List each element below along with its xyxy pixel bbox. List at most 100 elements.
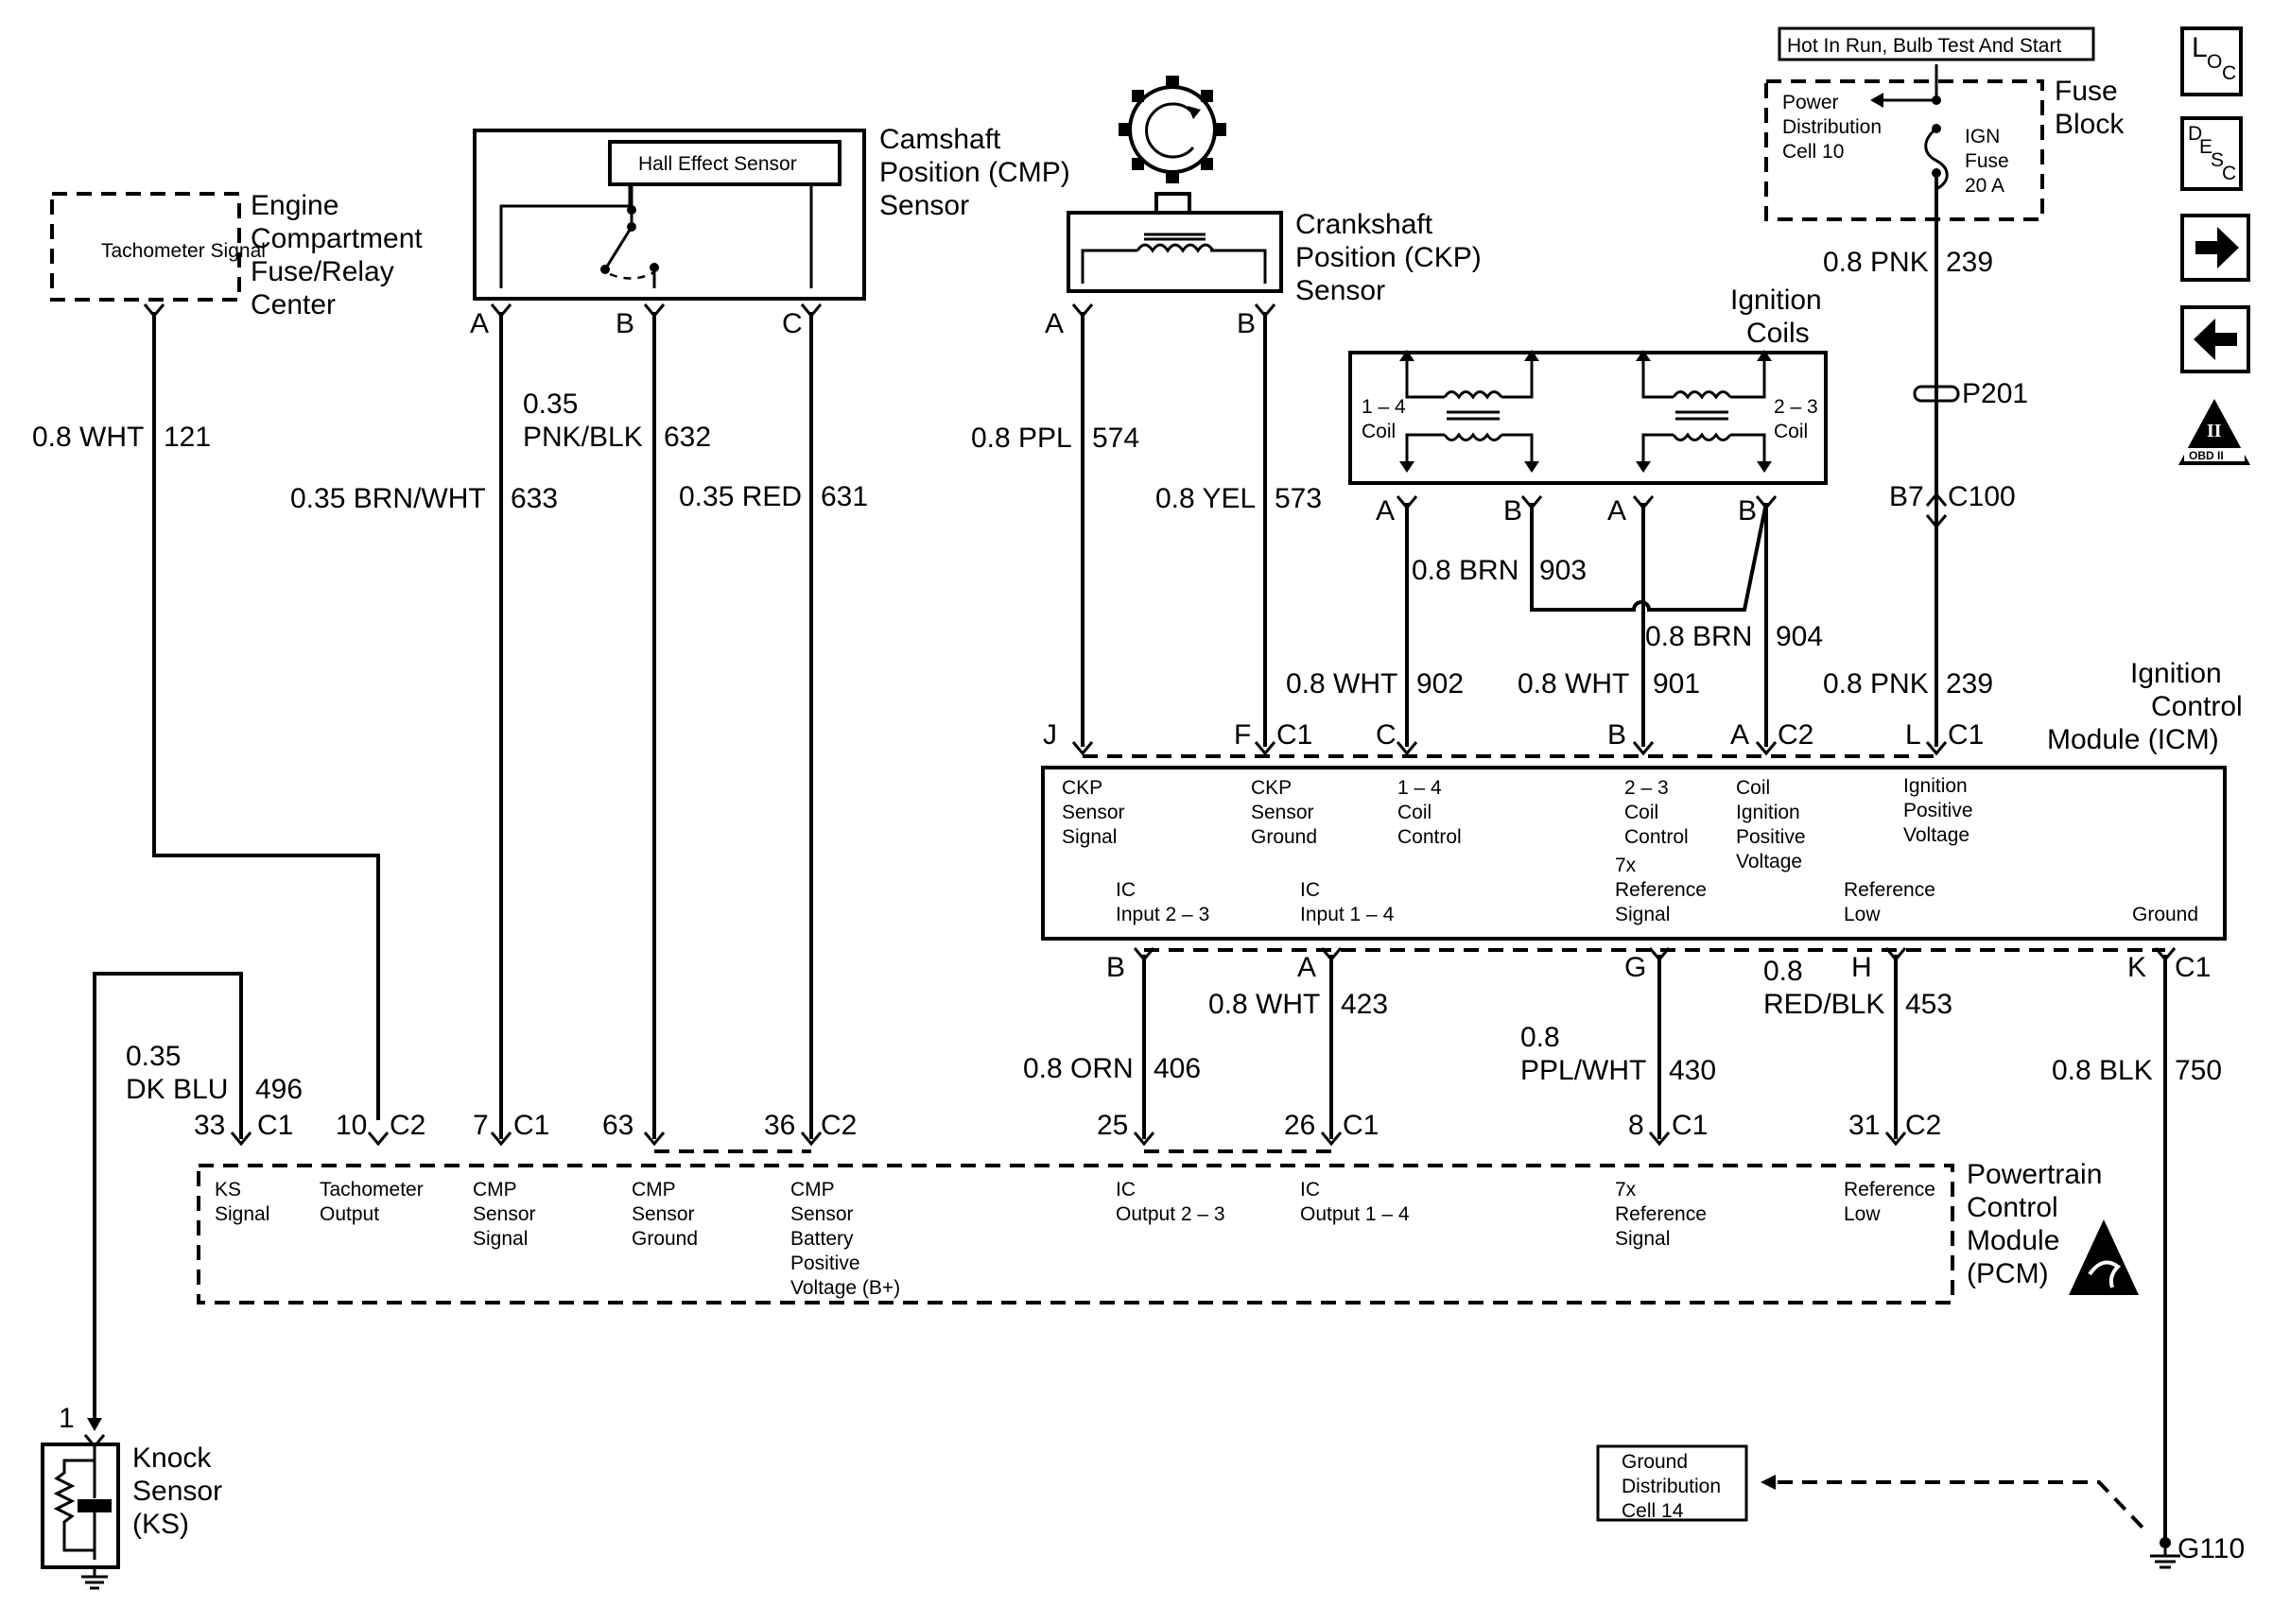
- ign-fuse-label-1: IGN: [1965, 126, 2000, 147]
- knock-sensor: 1 Knock Sensor (KS): [41, 1403, 222, 1590]
- icm-ckp-sig-3: Signal: [1062, 826, 1117, 848]
- arrow-left-icon: [2194, 319, 2237, 360]
- wire-901-label: 0.8 WHT: [1518, 668, 1629, 700]
- wire-750-label: 0.8 BLK: [2052, 1055, 2153, 1086]
- pcm-label-1: Powertrain: [1967, 1159, 2102, 1190]
- wire-121-circuit: 121: [164, 422, 211, 453]
- wire-430-label-2: PPL/WHT: [1520, 1055, 1646, 1086]
- pin-icm-bottom-b: B: [1106, 952, 1125, 983]
- icm-label-1: Ignition: [2130, 658, 2222, 689]
- ckp-label-3: Sensor: [1295, 275, 1385, 306]
- desc-button[interactable]: D E S C: [2180, 116, 2243, 191]
- connector-icm-c1b: C1: [1948, 719, 1984, 751]
- svg-text:S: S: [2211, 149, 2224, 171]
- pin-pcm-7: 7: [473, 1110, 489, 1141]
- pcm-cmpsig-1: CMP: [473, 1179, 517, 1201]
- connector-icm-c1: C1: [1276, 719, 1312, 751]
- pcm-refsig-1: 7x: [1615, 1179, 1637, 1201]
- pcm-icout14-2: Output 1 – 4: [1300, 1203, 1410, 1225]
- connector-pcm-c2c: C2: [1905, 1110, 1941, 1141]
- pcm-icout23-2: Output 2 – 3: [1116, 1203, 1225, 1225]
- previous-page-button[interactable]: [2180, 305, 2250, 373]
- pin-coil-a2: A: [1607, 495, 1626, 527]
- wire-239-circuit-lower: 239: [1946, 668, 1993, 700]
- icm-label-2: Control: [2151, 691, 2243, 722]
- obd-ii-label: OBD II: [2189, 449, 2224, 462]
- pcm-cmpbat-3: Battery: [790, 1228, 854, 1250]
- wire-633-label: 0.35 BRN/WHT: [290, 483, 486, 514]
- loc-button[interactable]: L O C: [2180, 26, 2243, 96]
- pin-ks-1: 1: [59, 1403, 75, 1434]
- hot-in-run-label: Hot In Run, Bulb Test And Start: [1787, 35, 2061, 57]
- pcm-ks-2: Signal: [215, 1203, 269, 1225]
- icm-coilign-4: Voltage: [1736, 851, 1802, 872]
- wire-750-circuit: 750: [2175, 1055, 2222, 1086]
- wire-121-label: 0.8 WHT: [32, 422, 144, 453]
- wire-423-circuit: 423: [1341, 989, 1388, 1020]
- wire-453-label-1: 0.8: [1763, 956, 1803, 987]
- pin-icm-b: B: [1607, 719, 1626, 751]
- powertrain-control-module: Powertrain Control Module (PCM): [197, 1149, 2139, 1304]
- coil-23-label-2: Coil: [1774, 421, 1808, 442]
- wire-496-label-2: DK BLU: [126, 1074, 228, 1105]
- wire-573-circuit: 573: [1275, 483, 1322, 514]
- wire-903-label: 0.8 BRN: [1412, 555, 1518, 586]
- wire-633-circuit: 633: [511, 483, 558, 514]
- wire-239-label-lower: 0.8 PNK: [1823, 668, 1929, 700]
- connector-pcm-c2a: C2: [390, 1110, 425, 1141]
- icm-ckp-sig-1: CKP: [1062, 777, 1102, 799]
- icm-refsig-3: Signal: [1615, 904, 1670, 925]
- icm-coilign-3: Positive: [1736, 826, 1806, 848]
- pin-coil-b1: B: [1503, 495, 1522, 527]
- pcm-cmpbat-5: Voltage (B+): [790, 1277, 900, 1299]
- pin-icm-bottom-g: G: [1624, 952, 1646, 983]
- fuse-center-label-2: Compartment: [251, 223, 423, 254]
- wire-574-label: 0.8 PPL: [971, 423, 1072, 454]
- icm-ic23-1: IC: [1116, 879, 1136, 901]
- power-dist-label-2: Distribution: [1782, 116, 1882, 138]
- g110-label: G110: [2178, 1533, 2245, 1564]
- svg-text:E: E: [2199, 136, 2212, 158]
- pcm-pin-labels: KS Signal Tachometer Output CMP Sensor S…: [215, 1179, 1935, 1299]
- pin-icm-l: L: [1905, 719, 1921, 751]
- icm-ckp-gnd-3: Ground: [1251, 826, 1317, 848]
- wire-632-label-2: PNK/BLK: [523, 422, 643, 453]
- wire-631-label: 0.35 RED: [679, 481, 802, 512]
- pin-icm-f: F: [1234, 719, 1251, 751]
- wire-496: [93, 972, 243, 1427]
- wire-430-label-1: 0.8: [1520, 1022, 1560, 1053]
- pin-pcm-31: 31: [1848, 1110, 1880, 1141]
- pin-coil-a1: A: [1376, 495, 1395, 527]
- cmp-label-3: Sensor: [879, 190, 969, 221]
- pcm-cmpsig-3: Signal: [473, 1228, 528, 1250]
- pin-icm-bottom-a: A: [1297, 952, 1316, 983]
- pin-cmp-c: C: [782, 308, 803, 339]
- wire-239-circuit-upper: 239: [1946, 247, 1993, 278]
- ckp-label-2: Position (CKP): [1295, 242, 1482, 273]
- svg-text:II: II: [2207, 421, 2222, 441]
- ground-dist-label-2: Distribution: [1622, 1476, 1721, 1497]
- icm-coilign-1: Coil: [1736, 777, 1770, 799]
- pcm-cmpgnd-3: Ground: [632, 1228, 698, 1250]
- ks-label-1: Knock: [132, 1443, 212, 1474]
- pcm-cmpbat-2: Sensor: [790, 1203, 854, 1225]
- connector-icm-c2: C2: [1778, 719, 1813, 751]
- pin-icm-j: J: [1043, 719, 1057, 751]
- icm-ckp-gnd-1: CKP: [1251, 777, 1292, 799]
- svg-text:C: C: [2222, 163, 2236, 184]
- connector-pcm-c1d: C1: [1672, 1110, 1708, 1141]
- pin-ckp-a: A: [1045, 308, 1064, 339]
- icm-ic14-1: IC: [1300, 879, 1320, 901]
- fuse-block-label-2: Block: [2055, 109, 2125, 140]
- svg-text:L: L: [2192, 32, 2208, 63]
- icm-ignpos-3: Voltage: [1903, 824, 1969, 846]
- svg-text:C: C: [2222, 62, 2236, 84]
- svg-text:O: O: [2207, 51, 2222, 73]
- ign-fuse-label-2: Fuse: [1965, 150, 2009, 172]
- obd-ii-button[interactable]: II OBD II: [2178, 399, 2250, 465]
- icm-reflow-1: Reference: [1844, 879, 1935, 901]
- icm-coil14-1: 1 – 4: [1397, 777, 1442, 799]
- power-dist-label-1: Power: [1782, 92, 1839, 113]
- next-page-button[interactable]: [2180, 214, 2250, 282]
